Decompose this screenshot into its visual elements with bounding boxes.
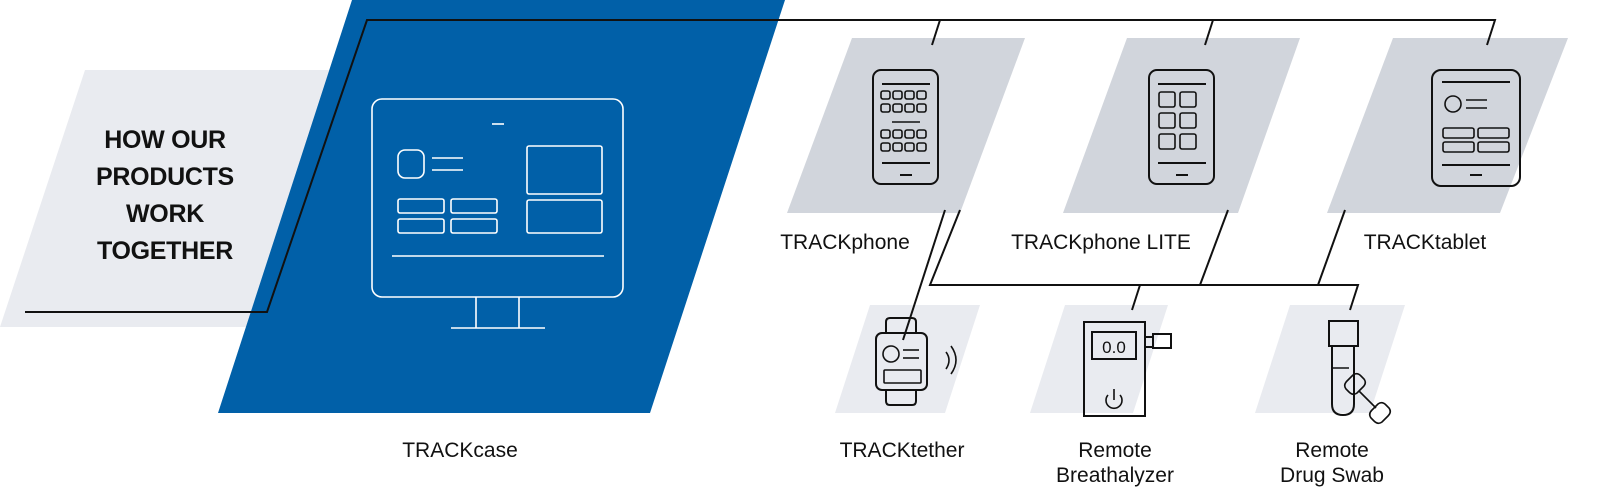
title-line: PRODUCTS xyxy=(96,163,234,191)
breathalyzer-display-text: 0.0 xyxy=(1102,338,1126,357)
peripheral-label-tracktether: TRACKtether xyxy=(822,438,982,463)
device-label-trackphone-lite: TRACKphone LITE xyxy=(1000,230,1202,255)
connector-trackphone-lite xyxy=(1204,19,1214,46)
device-panel-trackphone xyxy=(787,38,1025,213)
title-line: HOW OUR xyxy=(104,126,226,154)
device-panel-trackphone-lite xyxy=(1063,38,1300,213)
label-text: Remote xyxy=(1078,439,1152,462)
peripheral-panel-drug-swab xyxy=(1255,305,1405,413)
connector-tablet-bus xyxy=(1317,209,1346,286)
connector-lite-bus xyxy=(1199,209,1229,286)
title-line: TOGETHER xyxy=(96,237,234,265)
label-text: TRACKcase xyxy=(402,439,518,462)
peripheral-label-drug-swab: Remote Drug Swab xyxy=(1252,438,1412,488)
smartwatch-icon xyxy=(875,317,957,406)
label-text: TRACKphone LITE xyxy=(1011,231,1191,254)
title-line: WORK xyxy=(126,200,204,228)
connector-lines xyxy=(25,19,1497,341)
peripheral-panel-tracktether xyxy=(835,305,980,413)
desktop-monitor-icon xyxy=(371,98,624,329)
connector-trackphone xyxy=(931,19,941,46)
label-text: Remote xyxy=(1295,439,1369,462)
smartphone-grid-icon xyxy=(872,69,939,185)
tablet-icon xyxy=(1431,69,1521,187)
hub-label: TRACKcase xyxy=(360,438,560,463)
title-panel xyxy=(0,70,340,327)
device-label-trackphone: TRACKphone xyxy=(760,230,930,255)
smartphone-simple-icon xyxy=(1148,69,1215,185)
connector-bus xyxy=(928,209,1360,311)
device-label-tracktablet: TRACKtablet xyxy=(1345,230,1505,255)
label-text: Drug Swab xyxy=(1280,464,1384,487)
label-text: TRACKtether xyxy=(839,439,965,462)
hub-panel xyxy=(218,0,785,413)
label-text: TRACKtablet xyxy=(1363,231,1487,254)
breathalyzer-icon xyxy=(1083,321,1172,417)
peripheral-label-breathalyzer: Remote Breathalyzer xyxy=(1035,438,1195,488)
drug-swab-icon xyxy=(1328,320,1392,425)
label-text: TRACKphone xyxy=(780,231,910,254)
connector-main xyxy=(25,19,1497,313)
label-text: Breathalyzer xyxy=(1056,464,1174,487)
connector-breathalyzer xyxy=(1131,284,1141,311)
page-title: HOW OUR PRODUCTS WORK TOGETHER xyxy=(60,122,270,270)
